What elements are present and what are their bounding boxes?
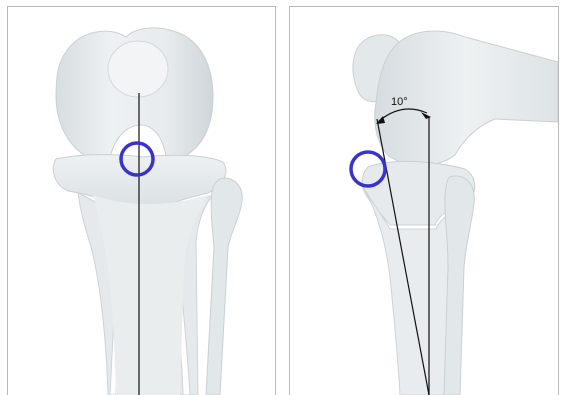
side-view-panel: 10°: [289, 6, 559, 395]
angle-label: 10°: [391, 96, 408, 108]
front-view-illustration: [8, 7, 275, 395]
side-view-illustration: 10°: [290, 7, 558, 395]
patella: [108, 41, 168, 97]
fibula-bone: [206, 178, 242, 395]
fibula-bone: [444, 176, 474, 395]
front-view-panel: [7, 6, 276, 395]
